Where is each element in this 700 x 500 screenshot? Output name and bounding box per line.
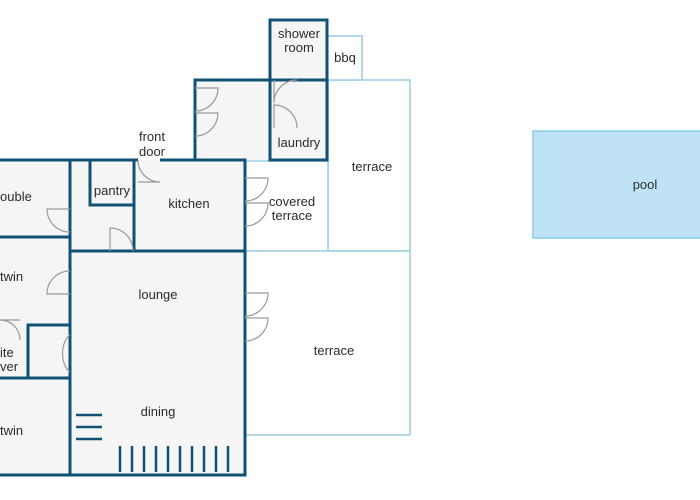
front-door-swing [137, 159, 161, 183]
shower-door-swing [273, 79, 298, 104]
label-bbq: bbq [334, 50, 356, 65]
ensuite-walls [0, 323, 70, 380]
covered-door-swing-1 [244, 177, 269, 202]
covered-door-swing-2 [244, 202, 269, 227]
label-lounge: lounge [138, 287, 177, 302]
label-front-1: front [139, 129, 165, 144]
double-door-swing [46, 208, 71, 233]
label-dining: dining [141, 404, 176, 419]
label-ensuite-2: ver [0, 359, 19, 374]
laundry-door-swing-3 [273, 104, 298, 129]
shower-laundry-walls [268, 18, 329, 162]
label-shower-1: shower [278, 26, 321, 41]
laundry-door-swing-2 [194, 112, 219, 137]
label-ensuite-1: ite [0, 345, 14, 360]
terrace-upper-area [327, 79, 411, 252]
label-pantry: pantry [94, 183, 131, 198]
pool-area [532, 130, 700, 239]
bbq-area [326, 35, 363, 81]
twin-upper-door-swing [46, 270, 71, 295]
lounge-door-swing-1 [244, 292, 269, 317]
label-kitchen: kitchen [168, 196, 209, 211]
shower-floor [270, 20, 327, 80]
label-twin-upper: twin [0, 269, 23, 284]
label-twin-lower: twin [0, 423, 23, 438]
laundry-walls [193, 78, 270, 160]
label-terrace-upper: terrace [352, 159, 392, 174]
label-laundry: laundry [278, 135, 321, 150]
main-floor [0, 160, 245, 475]
label-covered-2: terrace [272, 208, 312, 223]
label-pool: pool [633, 177, 658, 192]
ensuite-door-swing [0, 319, 21, 341]
laundry-door-swing-1 [194, 87, 219, 112]
label-covered-1: covered [269, 194, 315, 209]
terrace-lower-area [244, 250, 411, 436]
label-front-2: door [139, 144, 166, 159]
stairs-bottom [118, 446, 230, 472]
label-shower-2: room [284, 40, 314, 55]
ensuite-arch [62, 334, 71, 373]
lounge-door-swing-2 [244, 317, 269, 342]
label-double: ouble [0, 189, 32, 204]
label-terrace-lower: terrace [314, 343, 354, 358]
kitchen-door-swing [109, 227, 134, 252]
stairs-left [76, 413, 102, 441]
